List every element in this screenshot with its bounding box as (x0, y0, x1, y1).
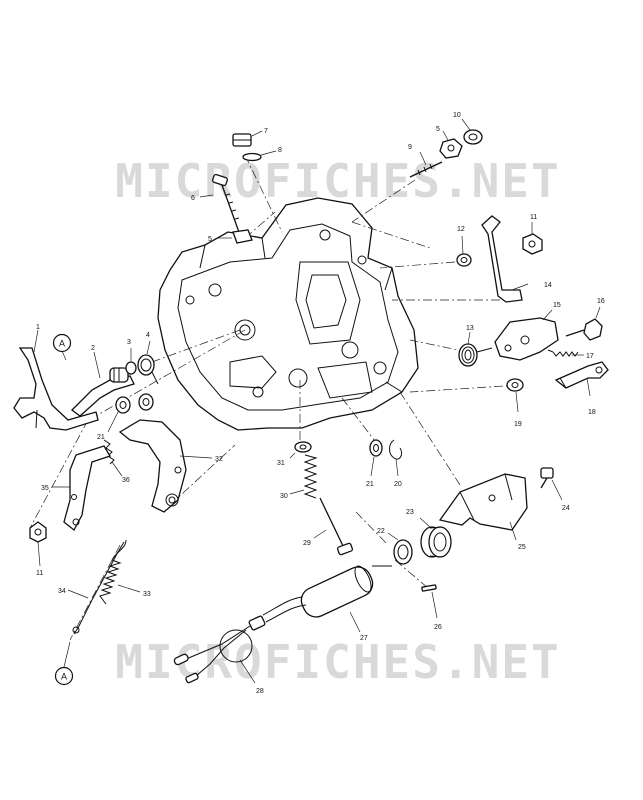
label-27: 27 (360, 635, 368, 642)
svg-text:A: A (59, 339, 65, 349)
part-1-lever (13, 329, 99, 431)
part-31-washer (289, 441, 312, 459)
label-35: 35 (41, 485, 49, 492)
callout-a-left: A (52, 333, 72, 361)
label-5-left: 5 (208, 236, 212, 243)
label-9: 9 (408, 144, 412, 151)
part-5-nut-right (439, 130, 463, 159)
label-33: 33 (143, 591, 151, 598)
part-11-nut-upper (522, 222, 543, 255)
part-16-bolt (565, 306, 603, 341)
label-6: 6 (191, 195, 195, 202)
label-34: 34 (58, 588, 66, 595)
watermark-top: MICROFICHES.NET (115, 154, 560, 208)
part-19-washer (506, 378, 524, 413)
part-20-clip (389, 439, 403, 477)
label-32: 32 (215, 456, 223, 463)
label-4: 4 (146, 332, 150, 339)
part-32-plate (118, 419, 213, 513)
part-23-bushing (419, 517, 452, 558)
part-10-washer (461, 118, 483, 145)
part-21-washers-left (107, 393, 154, 433)
part-24-bolt (540, 467, 563, 501)
part-21-washer-right (369, 439, 383, 477)
label-25: 25 (518, 544, 526, 551)
label-24: 24 (562, 505, 570, 512)
part-13-spring-coil (458, 331, 493, 367)
part-36-spring-small (103, 439, 123, 477)
label-36: 36 (122, 477, 130, 484)
part-4-spring (137, 340, 159, 385)
part-18-link (554, 361, 609, 397)
part-2-shaft (71, 351, 135, 417)
label-11-upper: 11 (530, 214, 537, 221)
part-34-rod (67, 541, 125, 635)
label-13: 13 (466, 325, 474, 332)
svg-text:A: A (61, 672, 67, 682)
part-7-cap (232, 130, 263, 147)
label-1: 1 (36, 324, 40, 331)
part-15-lever-plate (494, 309, 559, 361)
part-labels: 7 8 6 5 9 5 10 11 12 14 15 16 13 17 18 1… (36, 112, 605, 695)
label-29: 29 (303, 540, 311, 547)
label-7: 7 (264, 128, 268, 135)
part-9-stud (409, 151, 443, 178)
part-11-nut-lower (29, 521, 47, 567)
part-29-rod (313, 497, 354, 556)
part-27-cylinder (262, 565, 392, 633)
label-2: 2 (91, 345, 95, 352)
part-14-rod-bracket (481, 215, 529, 303)
label-14: 14 (544, 282, 552, 289)
part-35-arm (52, 445, 111, 531)
label-21-left: 21 (97, 434, 105, 441)
label-18: 18 (588, 409, 596, 416)
assembly-lines (29, 154, 521, 641)
part-28-cable-plug (173, 615, 266, 684)
label-23: 23 (406, 509, 414, 516)
label-20: 20 (394, 481, 402, 488)
part-8-oring (242, 150, 277, 162)
label-28: 28 (256, 688, 264, 695)
label-8: 8 (278, 147, 282, 154)
callout-a-bottom: A (54, 641, 74, 686)
part-25-bracket (438, 473, 528, 541)
label-17: 17 (586, 353, 594, 360)
label-19: 19 (514, 421, 522, 428)
label-12: 12 (457, 226, 465, 233)
label-5-right: 5 (436, 126, 440, 133)
engine-housing (157, 197, 419, 431)
part-30-spring (289, 454, 318, 499)
part-6-bolt (199, 173, 241, 236)
label-21-right: 21 (366, 481, 374, 488)
label-15: 15 (553, 302, 561, 309)
label-26: 26 (434, 624, 442, 631)
label-11-lower: 11 (36, 570, 43, 577)
part-5-nut-left (218, 229, 253, 244)
part-22-ring (387, 532, 413, 565)
part-26-pin (421, 584, 438, 619)
part-12-washer (456, 235, 472, 267)
label-30: 30 (280, 493, 288, 500)
label-16: 16 (597, 298, 605, 305)
label-31: 31 (277, 460, 285, 467)
label-10: 10 (453, 112, 461, 119)
label-22: 22 (377, 528, 385, 535)
part-3-ring (125, 348, 137, 375)
part-33-spring-long (99, 539, 141, 605)
part-17-spring (547, 349, 584, 357)
label-3: 3 (127, 339, 131, 346)
